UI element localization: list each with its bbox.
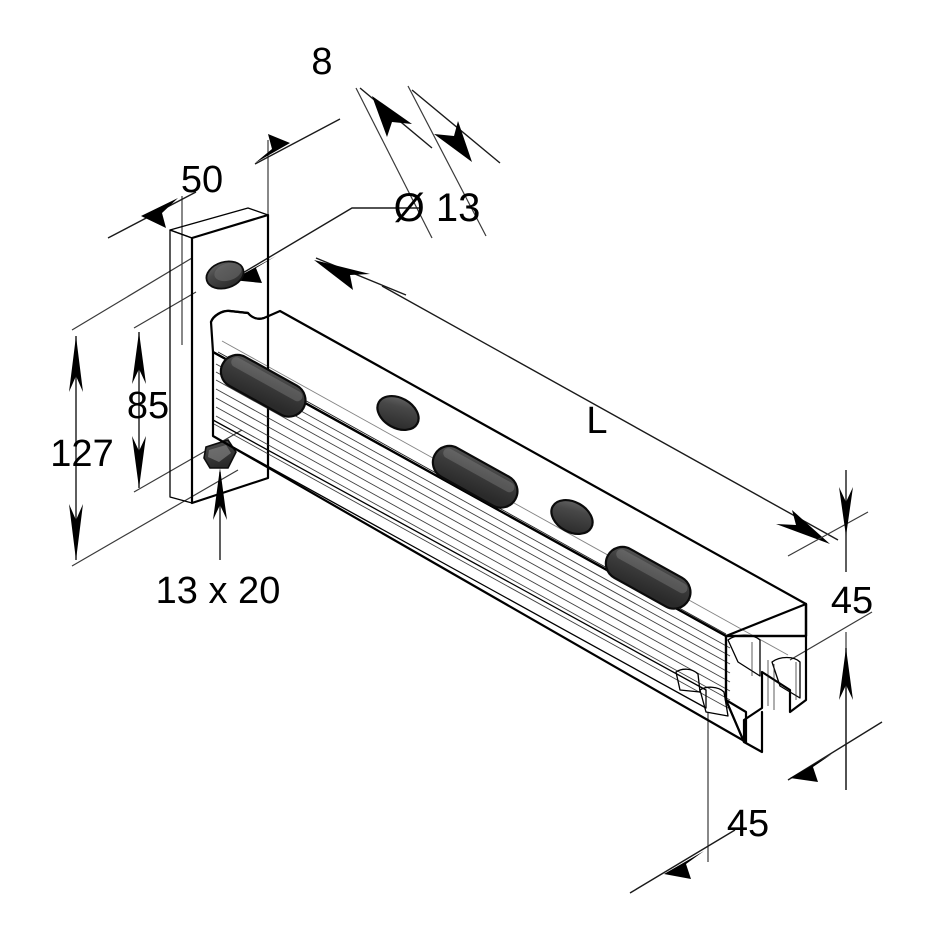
plate-left-side [169, 229, 193, 504]
arrow-head-45l-bottom [664, 851, 704, 879]
channel-round-hole [376, 394, 420, 432]
channel-rib-lines [213, 363, 731, 709]
bracket-assembly [169, 207, 808, 754]
dimension-label-50: 50 [181, 159, 223, 201]
arrow-head-L-right [776, 510, 830, 544]
arrow-head-45u [839, 487, 853, 536]
channel-hole-pattern [219, 353, 692, 610]
dimension-50 [107, 118, 341, 345]
channel-slot [219, 353, 307, 418]
dimension-label-L: L [586, 400, 607, 442]
channel-inner-lip-left [727, 634, 761, 677]
arrow-head-127-top [69, 336, 83, 392]
dimension-label-13x20: 13 x 20 [156, 570, 281, 612]
arrow-head-45l-mid [790, 754, 832, 782]
channel-lip-bump [675, 668, 701, 693]
dimension-13x20 [213, 468, 227, 560]
arrow-head-85-bottom [132, 436, 146, 488]
round-hole-highlight [214, 262, 242, 282]
channel-front-lip [212, 419, 707, 709]
plate-front-face [190, 213, 270, 505]
dimension-45-lower [629, 632, 883, 894]
dimension-label-127: 127 [50, 433, 113, 475]
plate-top-face [169, 207, 269, 239]
slot-hole-highlight [208, 445, 231, 462]
channel-bottom-return [724, 698, 764, 754]
arrow-head-127-bottom [69, 504, 83, 560]
arrow-head-L-left [314, 260, 370, 290]
dimension-label-8: 8 [311, 41, 332, 83]
dimension-label-85: 85 [127, 385, 169, 427]
dimension-label-45-upper: 45 [831, 580, 873, 622]
channel-slot [604, 545, 692, 610]
strut-channel [209, 309, 808, 754]
channel-end-face [724, 602, 808, 744]
dimension-8 [355, 85, 501, 239]
mounting-plate [169, 207, 270, 505]
channel-open-end [699, 602, 808, 754]
dimension-85 [132, 291, 243, 493]
arrow-head-8-left [372, 96, 412, 137]
arrow-head-50b [255, 134, 290, 163]
arrow-head-45l-top [839, 648, 853, 700]
arrow-head-8-right [434, 121, 472, 162]
arrow-head-85-top [132, 332, 146, 384]
dimension-label-45-lower: 45 [727, 803, 769, 845]
dimension-45-upper [787, 470, 873, 661]
dimension-label-diameter-13: Ø 13 [394, 186, 481, 230]
arrow-head-50 [141, 198, 178, 228]
channel-inner-lip-right [771, 656, 801, 699]
channel-notch [209, 309, 266, 324]
dimension-text-layer: 50 8 Ø 13 127 85 13 x 20 L 45 45 [50, 41, 873, 845]
dimension-lines-layer [69, 85, 883, 894]
dimension-L [314, 257, 839, 544]
channel-round-hole [550, 498, 594, 536]
dimension-127 [69, 257, 239, 567]
channel-slot [431, 444, 519, 509]
